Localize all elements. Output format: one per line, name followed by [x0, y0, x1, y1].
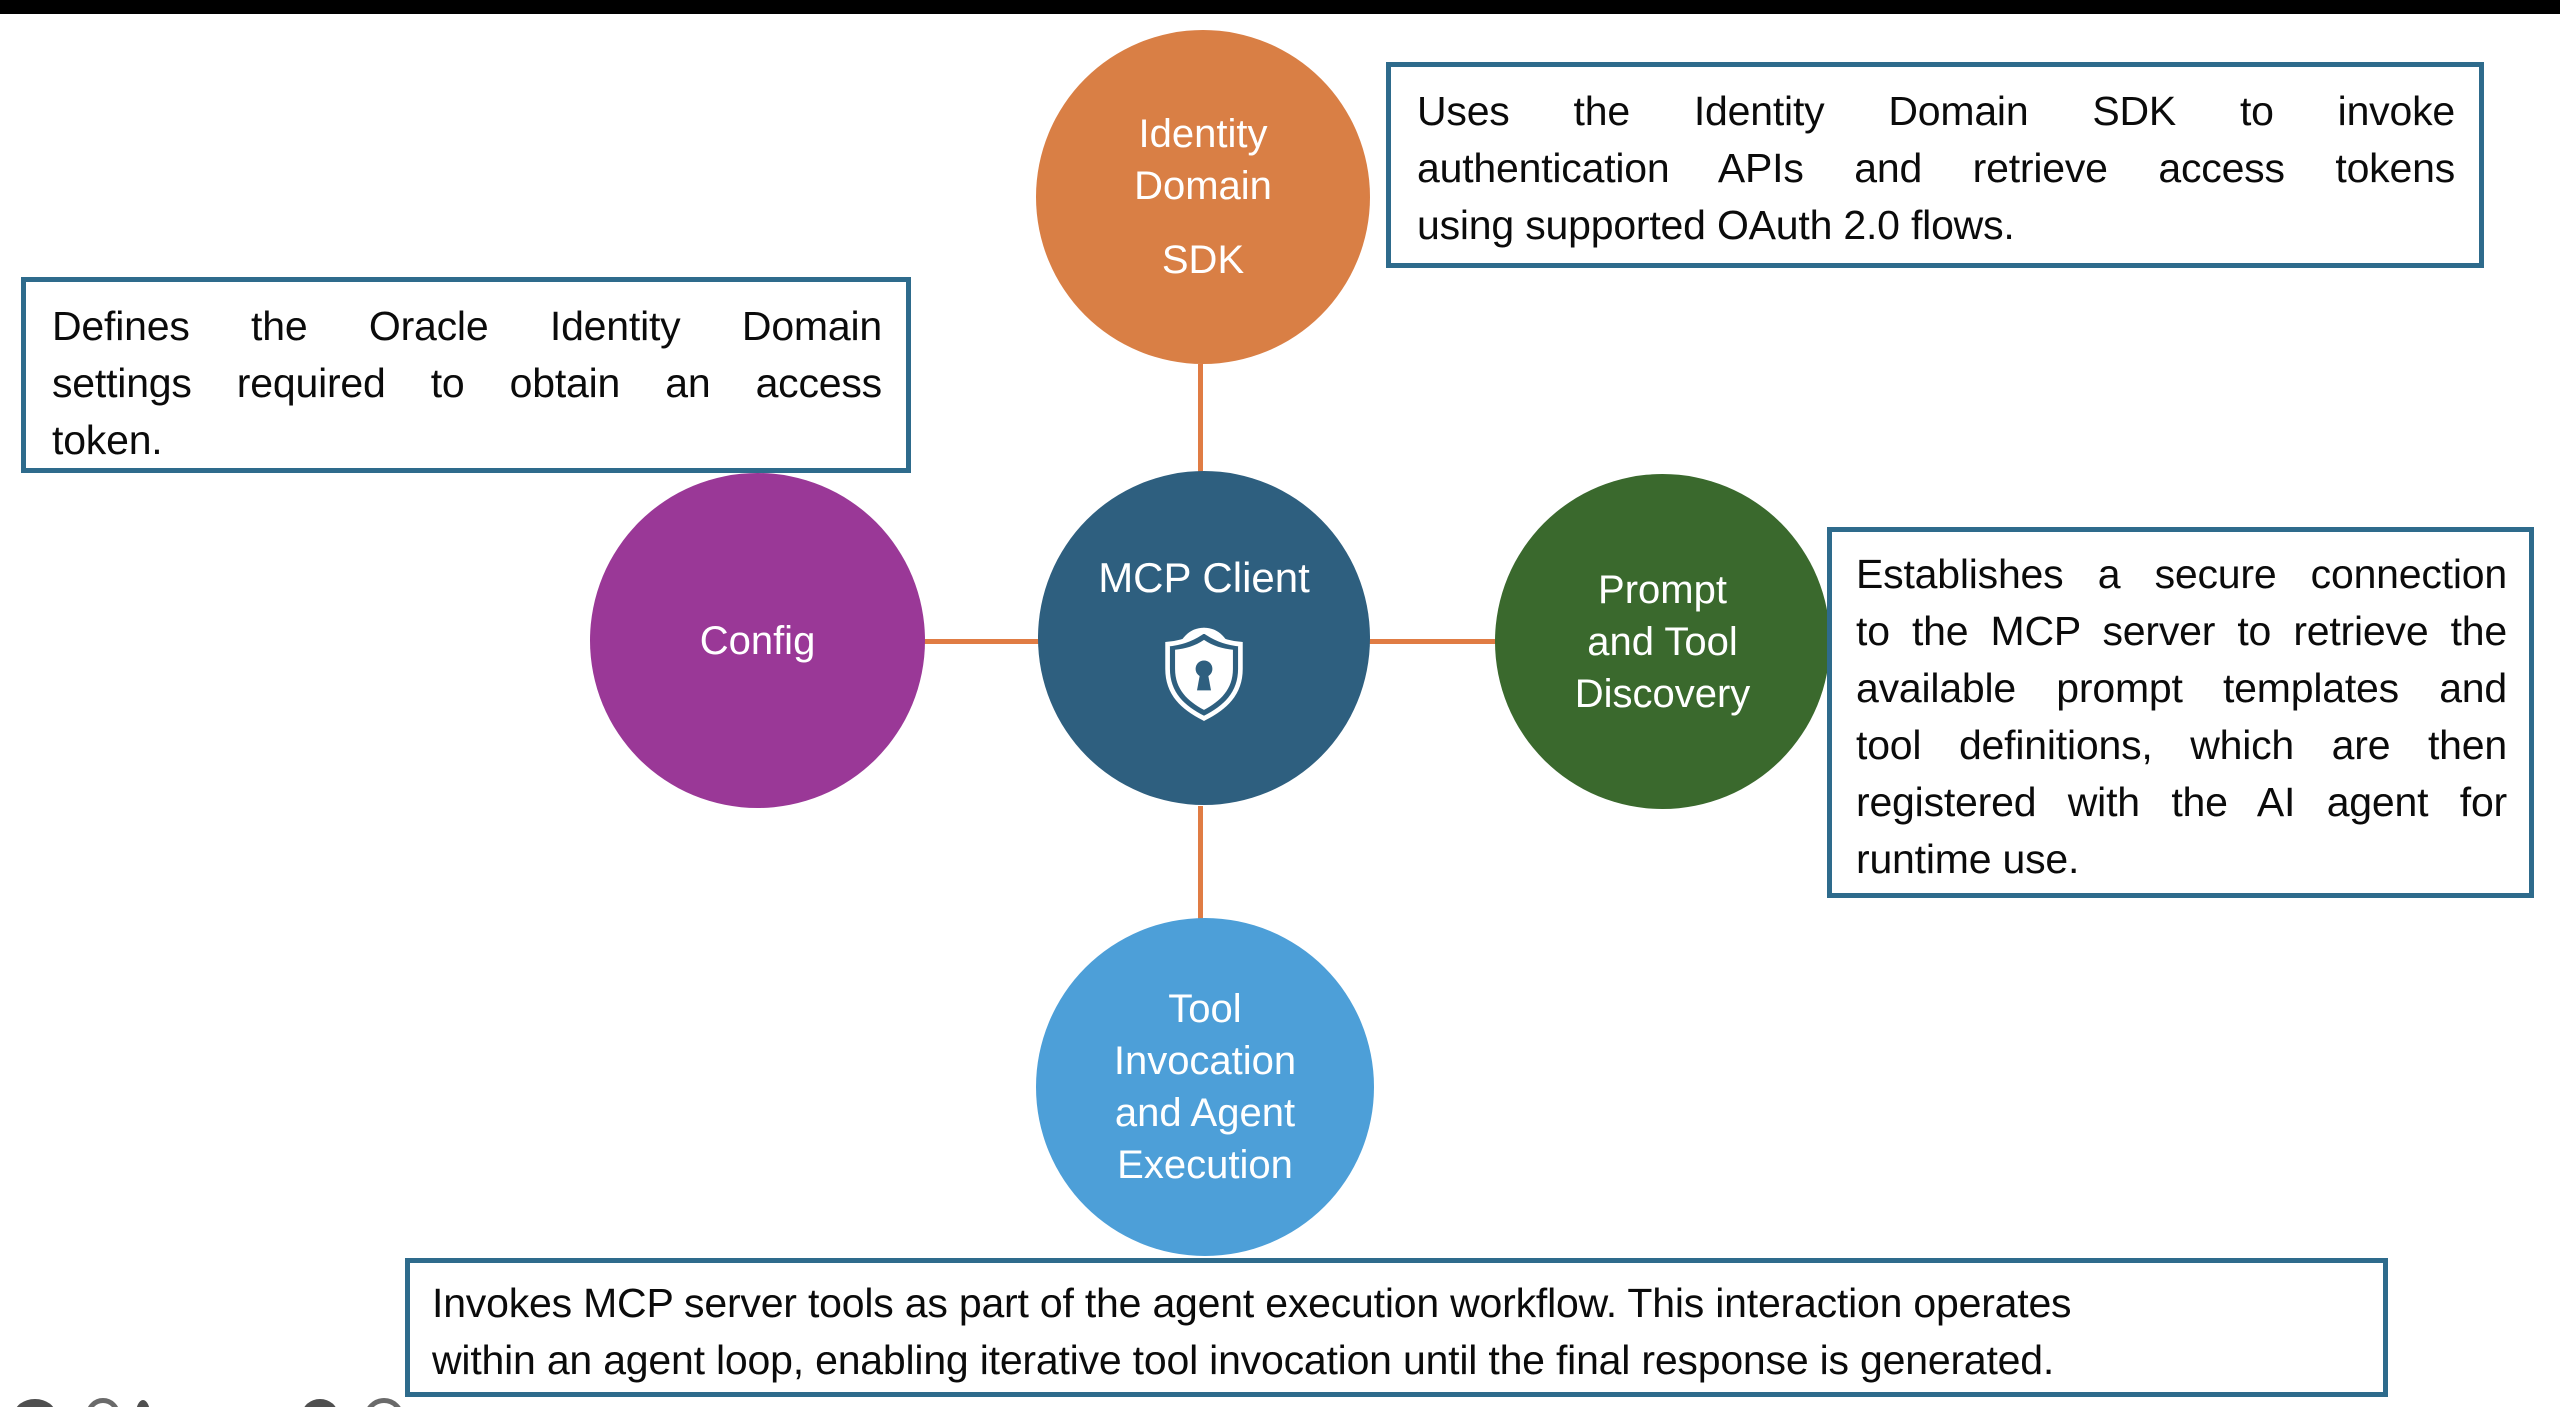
callout-text-line: Invokes MCP server tools as part of the … [432, 1280, 2072, 1326]
callout-text-line: Establishes a secure connection [1856, 551, 2507, 597]
callout-identity-note: Uses the Identity Domain SDK to invoke a… [1386, 62, 2484, 268]
callout-text-line: authentication APIs and retrieve access … [1417, 145, 2455, 191]
node-label-line: Domain [1134, 164, 1272, 208]
node-label-line: Invocation [1113, 1039, 1297, 1083]
callout-text-line: within an agent loop, enabling iterative… [432, 1337, 2055, 1383]
node-prompt-tool-discovery: Prompt and Tool Discovery [1495, 474, 1830, 809]
callout-text-line: Uses the Identity Domain SDK to invoke [1417, 88, 2455, 134]
node-label-line: Identity [1138, 112, 1268, 156]
callout-config-note: Defines the Oracle Identity Domain setti… [21, 277, 911, 473]
node-label-line: SDK [1161, 238, 1245, 282]
shield-lock-icon [1165, 627, 1243, 721]
callout-text-line: Defines the Oracle Identity Domain [52, 303, 882, 349]
cutoff-glyph [302, 1399, 338, 1407]
node-mcp-client: MCP Client [1038, 471, 1370, 805]
node-label-line: Execution [1117, 1143, 1293, 1187]
cutoff-glyph [14, 1399, 56, 1407]
callout-text-line: tool definitions, which are then [1856, 722, 2507, 768]
callout-prompt-note: Establishes a secure connection to the M… [1827, 527, 2534, 898]
node-label-line: and Agent [1114, 1091, 1296, 1135]
callout-text-line: token. [52, 417, 163, 463]
connector-mcp-tool [1198, 806, 1203, 920]
node-label-line: Config [699, 618, 816, 663]
connector-mcp-prompt [1366, 639, 1497, 644]
top-black-bar [0, 0, 2560, 14]
node-identity-domain-sdk: Identity Domain SDK [1036, 30, 1370, 364]
cutoff-glyph [86, 1398, 120, 1407]
connector-config-mcp [924, 639, 1042, 644]
callout-tool-note: Invokes MCP server tools as part of the … [405, 1258, 2388, 1397]
callout-text-line: to the MCP server to retrieve the [1856, 608, 2507, 654]
callout-text-line: runtime use. [1856, 836, 2080, 882]
callout-text-line: available prompt templates and [1856, 665, 2507, 711]
node-config: Config [590, 473, 925, 808]
node-label-line: and Tool [1587, 619, 1738, 664]
cutoff-glyph [364, 1398, 404, 1407]
node-tool-invocation-agent-execution: Tool Invocation and Agent Execution [1036, 918, 1374, 1256]
callout-text-line: using supported OAuth 2.0 flows. [1417, 202, 2015, 248]
cutoff-glyph [136, 1400, 150, 1407]
callout-text-line: settings required to obtain an access [52, 360, 882, 406]
node-label-line: Discovery [1574, 671, 1751, 716]
connector-identity-mcp [1198, 364, 1203, 472]
node-label-line: MCP Client [1098, 554, 1310, 601]
callout-text-line: registered with the AI agent for [1856, 779, 2507, 825]
node-label-line: Prompt [1598, 567, 1727, 612]
node-label-line: Tool [1168, 987, 1242, 1031]
